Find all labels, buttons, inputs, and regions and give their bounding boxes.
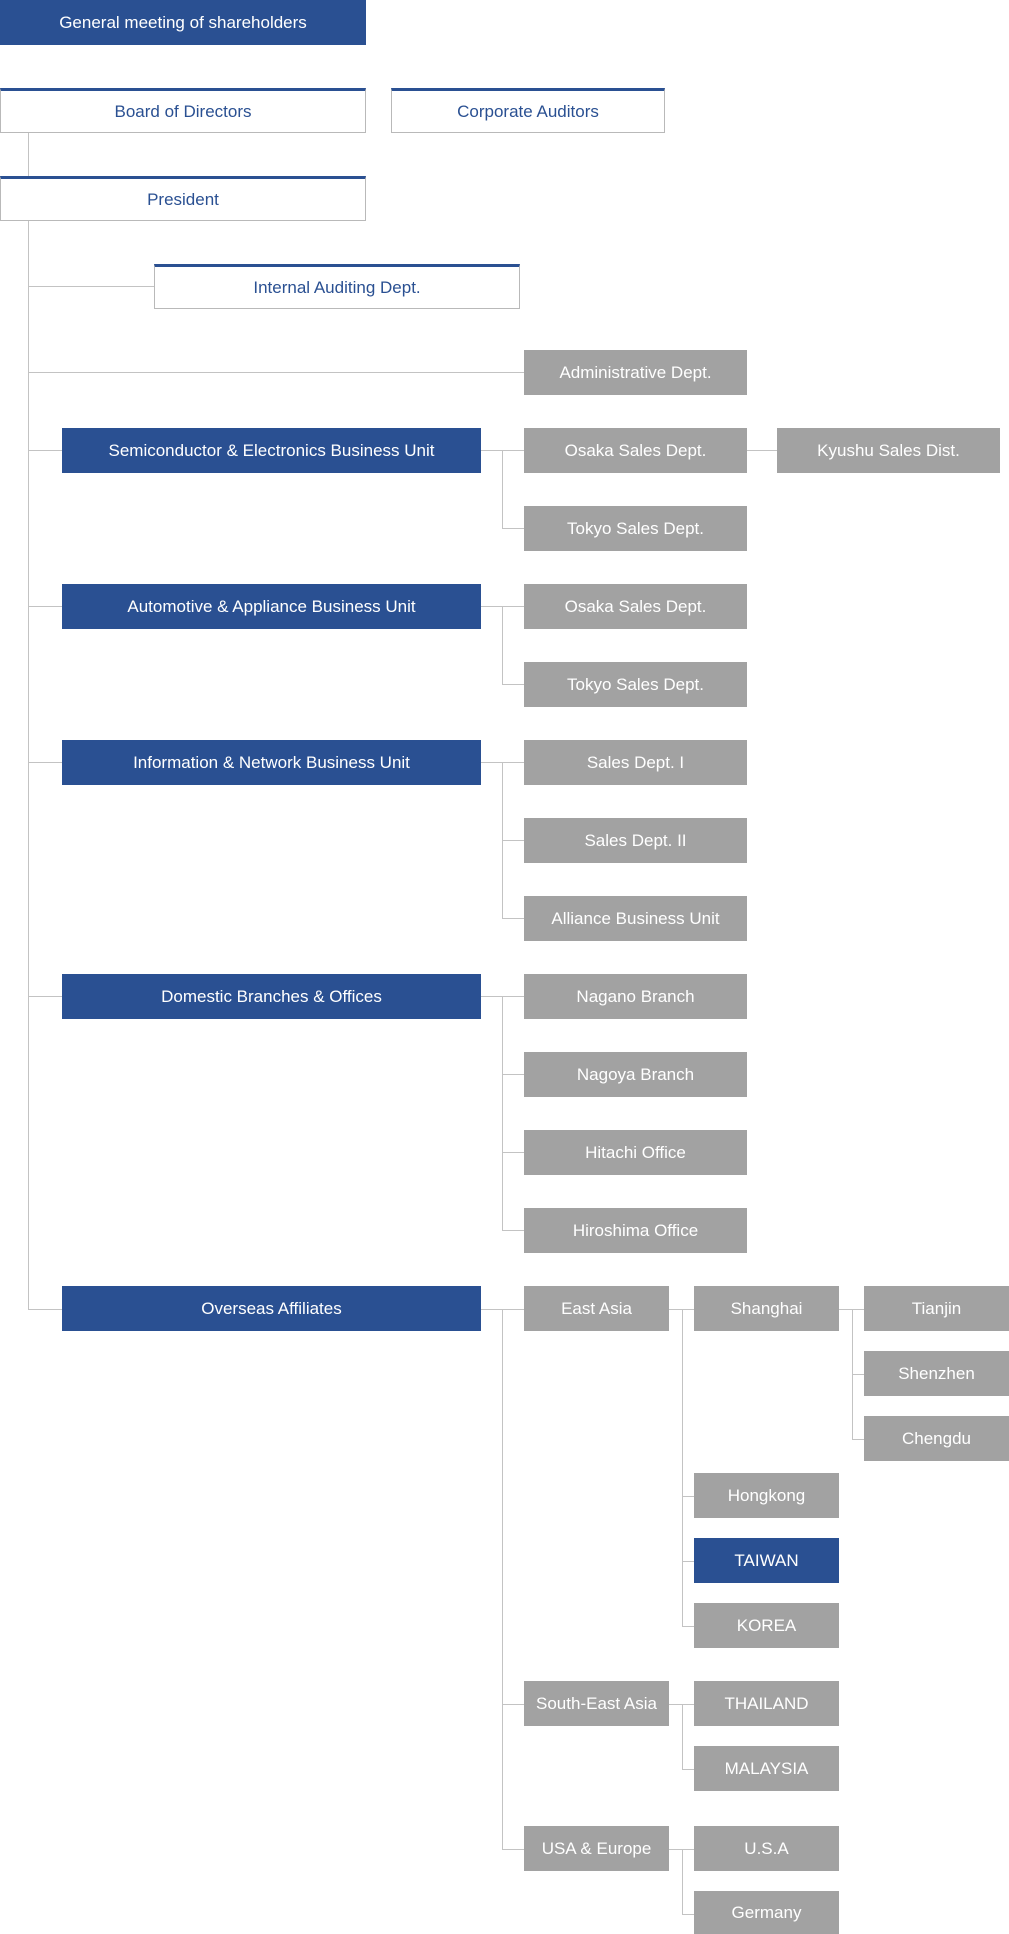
chengdu-box: Chengdu xyxy=(864,1416,1009,1461)
connector-ovs-v xyxy=(502,1309,503,1849)
connector-information xyxy=(28,762,62,763)
connector-info-sales2 xyxy=(502,840,524,841)
connector-ea-h xyxy=(668,1309,694,1310)
connector-ue-h xyxy=(668,1849,694,1850)
connector-sh-h xyxy=(838,1309,864,1310)
semiconductor-unit-box: Semiconductor & Electronics Business Uni… xyxy=(62,428,481,473)
usa-box: U.S.A xyxy=(694,1826,839,1871)
sales-dept-1-box: Sales Dept. I xyxy=(524,740,747,785)
automotive-unit-box: Automotive & Appliance Business Unit xyxy=(62,584,481,629)
connector-semiconductor xyxy=(28,450,62,451)
connector-automotive xyxy=(28,606,62,607)
hongkong-box: Hongkong xyxy=(694,1473,839,1518)
usa-europe-box: USA & Europe xyxy=(524,1826,669,1871)
connector-sea-h xyxy=(668,1704,694,1705)
connector-overseas xyxy=(28,1309,62,1310)
semi-tokyo-sales-box: Tokyo Sales Dept. xyxy=(524,506,747,551)
shenzhen-box: Shenzhen xyxy=(864,1351,1009,1396)
domestic-branches-box: Domestic Branches & Offices xyxy=(62,974,481,1019)
connector-sea-v xyxy=(682,1704,683,1769)
connector-sh-shenzhen xyxy=(852,1374,864,1375)
thailand-box: THAILAND xyxy=(694,1681,839,1726)
connector-info-alliance xyxy=(502,918,524,919)
hiroshima-office-box: Hiroshima Office xyxy=(524,1208,747,1253)
connector-dom-hitachi xyxy=(502,1152,524,1153)
connector-administrative xyxy=(28,372,524,373)
nagano-branch-box: Nagano Branch xyxy=(524,974,747,1019)
auto-osaka-sales-box: Osaka Sales Dept. xyxy=(524,584,747,629)
connector-ovs-usa xyxy=(502,1849,524,1850)
connector-kyushu xyxy=(746,450,777,451)
shareholders-box: General meeting of shareholders xyxy=(0,0,366,45)
south-east-asia-box: South-East Asia xyxy=(524,1681,669,1726)
connector-domestic xyxy=(28,996,62,997)
germany-box: Germany xyxy=(694,1891,839,1934)
connector-semi-v xyxy=(502,450,503,528)
connector-ovs-sea xyxy=(502,1704,524,1705)
east-asia-box: East Asia xyxy=(524,1286,669,1331)
connector-sh-chengdu xyxy=(852,1439,864,1440)
connector-ea-v xyxy=(682,1309,683,1626)
connector-dom-v xyxy=(502,996,503,1230)
connector-ea-taiwan xyxy=(682,1561,694,1562)
information-unit-box: Information & Network Business Unit xyxy=(62,740,481,785)
hitachi-office-box: Hitachi Office xyxy=(524,1130,747,1175)
tianjin-box: Tianjin xyxy=(864,1286,1009,1331)
internal-auditing-box: Internal Auditing Dept. xyxy=(154,264,520,309)
connector-ea-hongkong xyxy=(682,1496,694,1497)
connector-president-trunk xyxy=(28,220,29,1310)
connector-ue-germany xyxy=(682,1914,694,1915)
connector-dom-hiroshima xyxy=(502,1230,524,1231)
administrative-box: Administrative Dept. xyxy=(524,350,747,395)
overseas-affiliates-box: Overseas Affiliates xyxy=(62,1286,481,1331)
nagoya-branch-box: Nagoya Branch xyxy=(524,1052,747,1097)
connector-sea-malaysia xyxy=(682,1769,694,1770)
connector-board-president xyxy=(28,132,29,177)
alliance-unit-box: Alliance Business Unit xyxy=(524,896,747,941)
president-box: President xyxy=(0,176,366,221)
connector-ea-korea xyxy=(682,1626,694,1627)
semi-osaka-sales-box: Osaka Sales Dept. xyxy=(524,428,747,473)
connector-auto-tokyo xyxy=(502,684,524,685)
kyushu-sales-box: Kyushu Sales Dist. xyxy=(777,428,1000,473)
connector-ue-v xyxy=(682,1849,683,1914)
malaysia-box: MALAYSIA xyxy=(694,1746,839,1791)
sales-dept-2-box: Sales Dept. II xyxy=(524,818,747,863)
korea-box: KOREA xyxy=(694,1603,839,1648)
auto-tokyo-sales-box: Tokyo Sales Dept. xyxy=(524,662,747,707)
corporate-auditors-box: Corporate Auditors xyxy=(391,88,665,133)
connector-dom-nagoya xyxy=(502,1074,524,1075)
connector-auto-v xyxy=(502,606,503,684)
connector-internal-audit xyxy=(28,286,154,287)
board-of-directors-box: Board of Directors xyxy=(0,88,366,133)
connector-semi-tokyo xyxy=(502,528,524,529)
shanghai-box: Shanghai xyxy=(694,1286,839,1331)
taiwan-box[interactable]: TAIWAN xyxy=(694,1538,839,1583)
